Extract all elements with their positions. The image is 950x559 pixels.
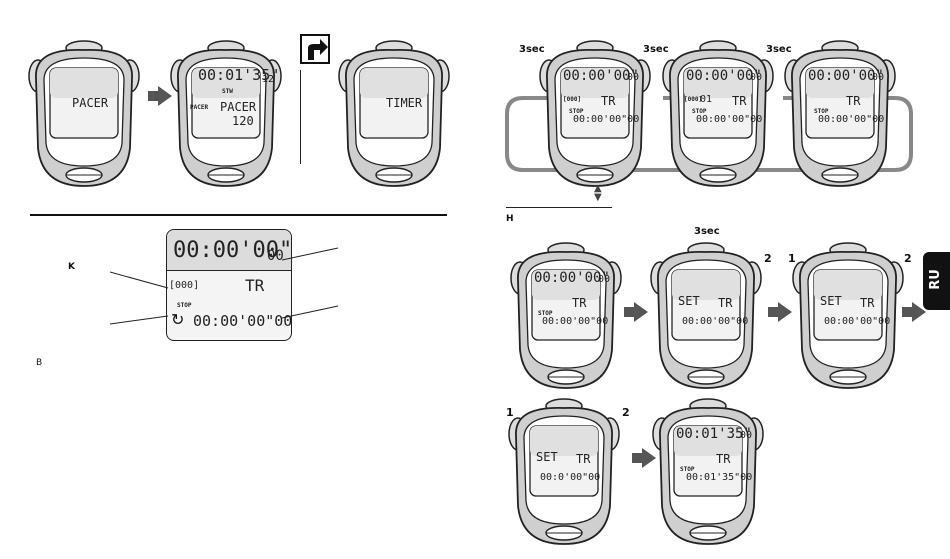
page-turn-icon [300,34,330,64]
loop-watch-1: 00:00'00" 00 [000] TR STOP 00:00'00"00 [537,38,653,190]
lcd-time-small: 12 [262,74,275,85]
language-tab: RU [923,252,950,310]
h2-watch-2: 00:01'35" 00 TR STOP 00:01'35"00 [650,396,766,548]
watch-outline-icon [662,40,774,187]
arrow-right-icon [148,86,172,106]
up-down-arrows-icon: ▲▼ [594,183,602,203]
watch-outline-icon [652,398,764,545]
watch-outline-icon [510,242,622,389]
repeat-icon: ↻ [171,310,185,329]
h-watch-3: SET TR 00:00'00"00 [790,240,906,392]
loop-watch-2: 00:00'00" 00 [000] 01 TR STOP 00:00'00"0… [660,38,776,190]
button-number-1: 1 [506,406,514,419]
lcd-stw: STW [222,88,233,95]
label-3sec-2: 3sec [643,44,669,55]
panel-main-small: 00 [267,248,284,264]
h2-watch-1: SET TR 00:0'00"00 [506,396,622,548]
language-tab-label: RU [927,269,943,290]
callout-label-k: K [68,262,75,272]
panel-stop: STOP [177,302,192,309]
h-watch-1: 00:00'00" 00 TR STOP 00:00'00"00 [508,240,624,392]
panel-bottom-time: 00:00'00"00 [193,312,293,330]
button-number-1: 1 [788,252,796,265]
callout-lines [110,247,339,325]
arrow-right-icon [624,302,648,322]
lcd-timer-text: TIMER [386,96,423,110]
label-3sec-1: 3sec [519,44,545,55]
panel-tr: TR [245,276,265,295]
lcd-time: 00:01'35" [198,66,280,84]
watch-outline-icon [508,398,620,545]
watch-outline-icon [784,40,896,187]
watch-outline-icon [792,242,904,389]
panel-memory-icon: [000] [169,280,200,291]
lcd-pacer-text: PACER [220,100,257,114]
callout-label-b: B [36,358,43,368]
label-3sec-h: 3sec [694,226,720,237]
section-divider [30,214,447,216]
watch-outline-icon [539,40,651,187]
divider-vertical [300,70,301,164]
watch-outline-icon [28,40,140,187]
lcd-pacer-small: PACER [190,104,209,111]
display-panel: 00:00'00" 00 [000] TR STOP ↻ 00:00'00"00 [166,229,292,341]
loop-watch-3: 00:00'00" 00 TR STOP 00:00'00"00 [782,38,898,190]
divider-short [506,207,612,208]
arrow-right-icon [902,302,926,322]
section-label-h: H [506,214,514,224]
panel-main-time: 00:00'00" [173,238,293,263]
watch-pacer: PACER [26,38,142,190]
lcd-value: 120 [232,114,254,128]
arrow-right-icon [632,448,656,468]
button-number-2: 2 [904,252,912,265]
h-watch-2: SET TR 00:00'00"00 [648,240,764,392]
watch-outline-icon [338,40,450,187]
label-3sec-3: 3sec [766,44,792,55]
arrow-right-icon [768,302,792,322]
watch-outline-icon [650,242,762,389]
watch-pacer-active: 00:01'35" 12 STW PACER PACER 120 [168,38,284,190]
lcd-pacer-text: PACER [72,96,109,110]
watch-timer: TIMER [336,38,452,190]
button-number-2: 2 [764,252,772,265]
watch-outline-icon [170,40,282,187]
button-number-2: 2 [622,406,630,419]
